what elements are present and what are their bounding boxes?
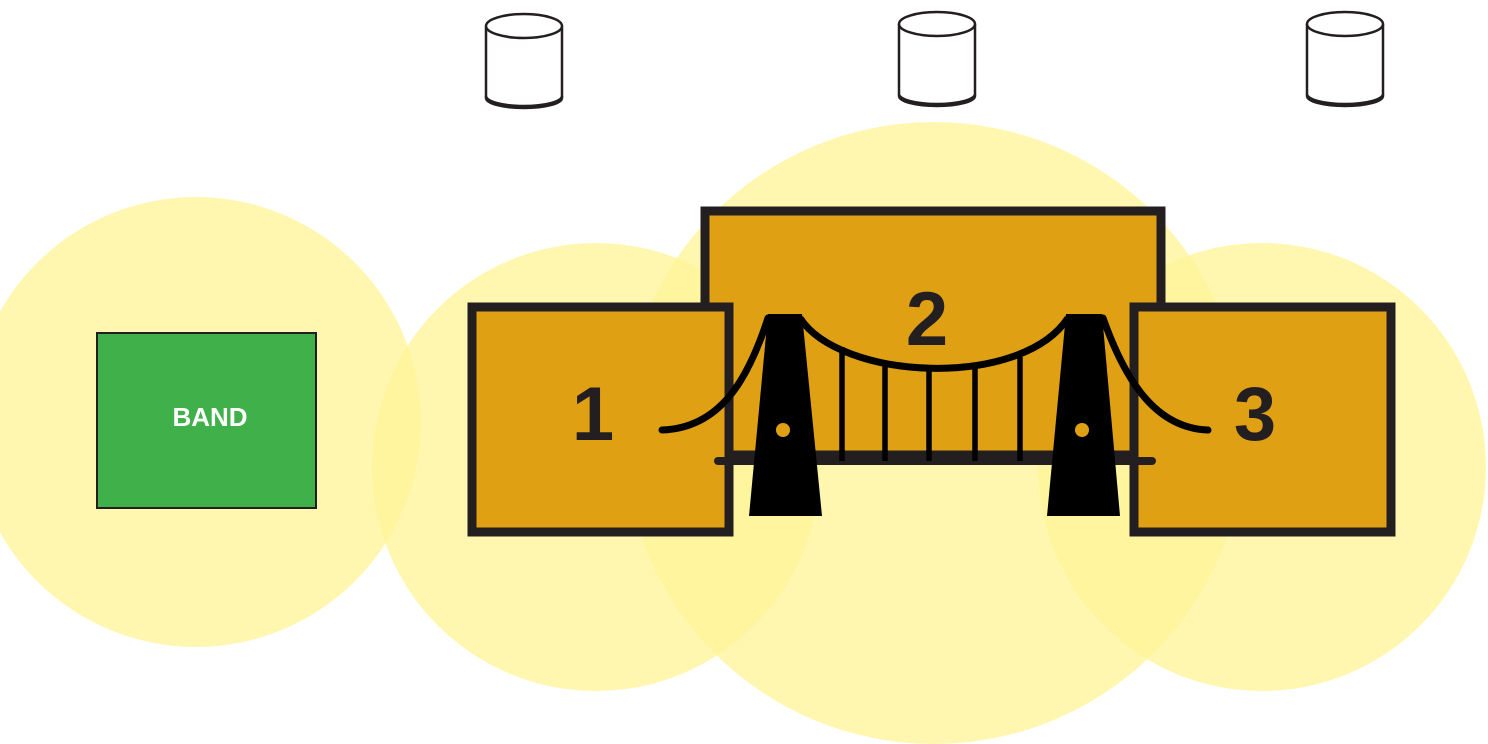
bridge-tower-left bbox=[749, 314, 822, 516]
stage-1-label: 1 bbox=[572, 372, 614, 457]
suspension-bridge-icon bbox=[658, 314, 1212, 516]
stage-2-label: 2 bbox=[906, 277, 948, 362]
cylinder-icon bbox=[484, 12, 564, 110]
band-label: BAND bbox=[172, 402, 247, 432]
band: BAND bbox=[96, 332, 317, 509]
band-box bbox=[96, 332, 317, 509]
bridge-tower-right bbox=[1047, 314, 1120, 516]
cylinders bbox=[484, 10, 1385, 110]
cylinder-icon bbox=[1305, 10, 1385, 108]
stage-3-label: 3 bbox=[1234, 372, 1276, 457]
stage-1-box bbox=[467, 302, 734, 537]
cylinder-icon bbox=[897, 10, 977, 108]
stage-1: 1 bbox=[467, 302, 734, 537]
